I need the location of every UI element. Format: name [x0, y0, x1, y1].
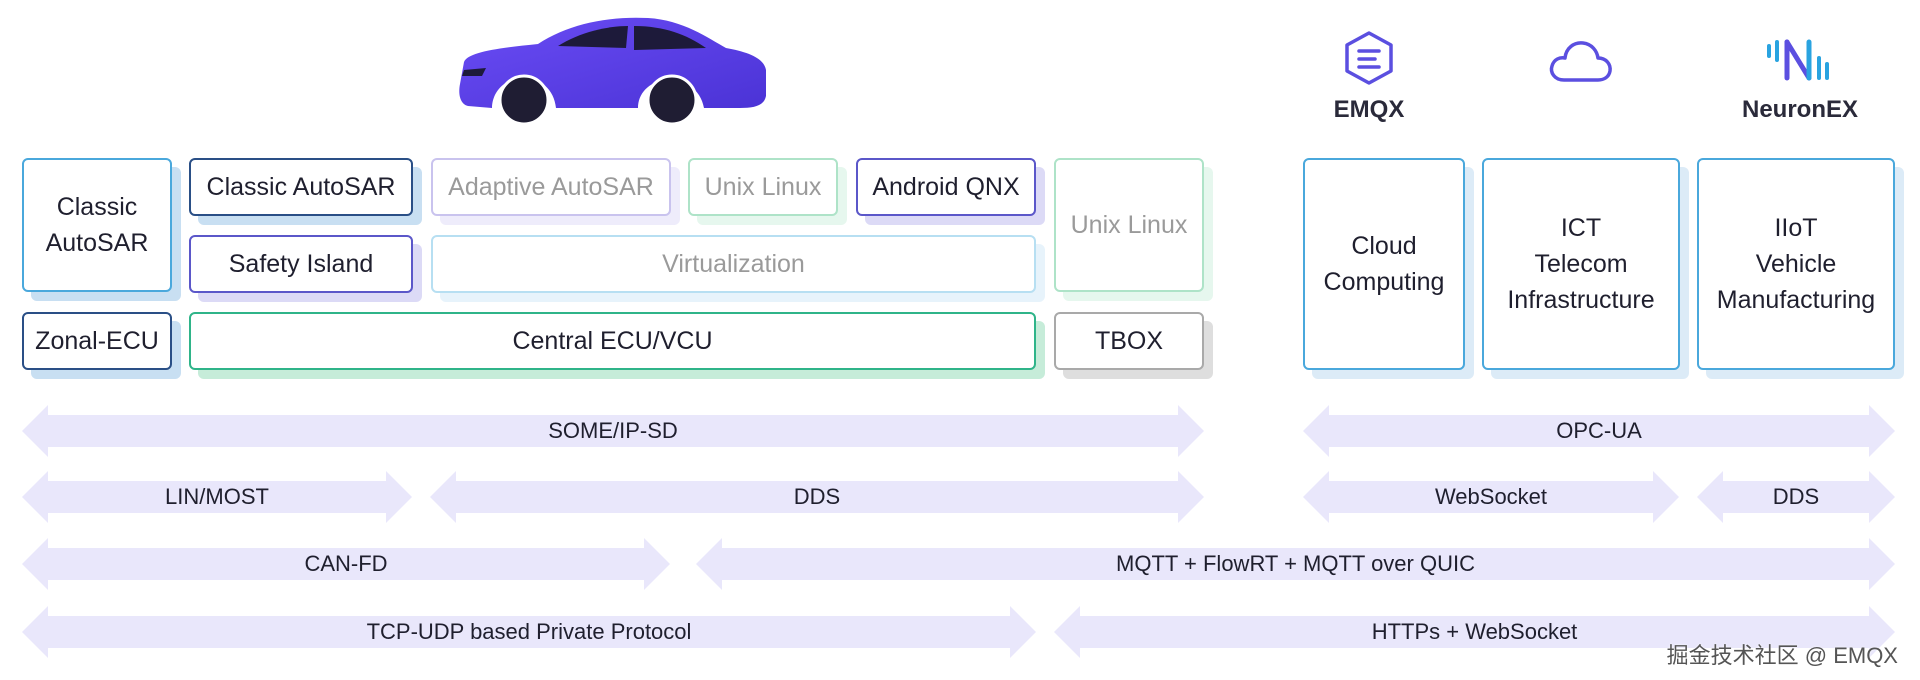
protocol-arrow-some-ip: SOME/IP-SD [22, 405, 1204, 457]
android-qnx-box: Android QNX [856, 158, 1036, 216]
iiot-box: IIoT Vehicle Manufacturing [1697, 158, 1895, 370]
adaptive-autosar-box: Adaptive AutoSAR [431, 158, 671, 216]
unix-linux-small-box: Unix Linux [688, 158, 838, 216]
emqx-hexagon-icon [1345, 31, 1393, 85]
neuronex-label: NeuronEX [1741, 96, 1858, 123]
protocol-arrow-dds-left: DDS [430, 471, 1204, 523]
protocol-arrow-dds-right: DDS [1697, 471, 1895, 523]
protocol-arrow-tcp-udp: TCP-UDP based Private Protocol [22, 606, 1036, 658]
zonal-ecu-box: Zonal-ECU [22, 312, 172, 370]
protocol-arrow-opc-ua: OPC-UA [1303, 405, 1895, 457]
protocol-arrow-websocket: WebSocket [1303, 471, 1679, 523]
protocol-arrow-mqtt: MQTT + FlowRT + MQTT over QUIC [696, 538, 1895, 590]
protocol-arrow-can-fd: CAN-FD [22, 538, 670, 590]
protocol-arrow-lin-most: LIN/MOST [22, 471, 412, 523]
cloud-computing-box: Cloud Computing [1303, 158, 1465, 370]
car-icon [459, 17, 766, 126]
tbox-box: TBOX [1054, 312, 1204, 370]
cloud-icon [1549, 41, 1612, 82]
neuronex-icon [1767, 39, 1829, 81]
ict-box: ICT Telecom Infrastructure [1482, 158, 1680, 370]
classic-autosar-left-box: Classic AutoSAR [22, 158, 172, 292]
classic-autosar-box: Classic AutoSAR [189, 158, 413, 216]
emqx-label: EMQX [1333, 96, 1405, 123]
safety-island-box: Safety Island [189, 235, 413, 293]
unix-linux-tall-box: Unix Linux [1054, 158, 1204, 292]
watermark: 掘金技术社区 @ EMQX [1666, 643, 1898, 668]
central-ecu-box: Central ECU/VCU [189, 312, 1036, 370]
virtualization-box: Virtualization [431, 235, 1036, 293]
